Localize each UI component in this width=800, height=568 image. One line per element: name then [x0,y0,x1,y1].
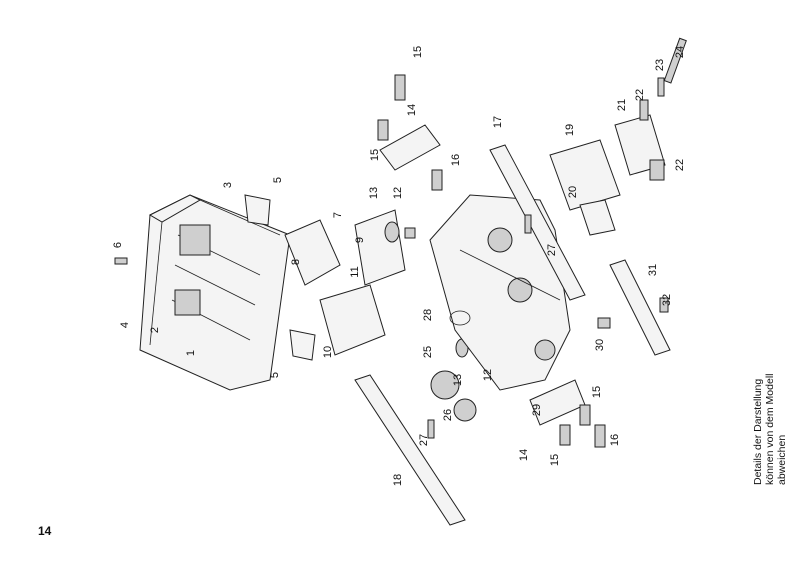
part-label: 14 [518,448,530,462]
part-label: 24 [674,45,686,59]
part-label: 11 [349,266,361,278]
part-screw-24 [663,37,687,84]
part-label: 22 [674,158,686,172]
part-clip-5a [244,194,271,226]
part-pin-22b [649,159,665,181]
part-label: 31 [647,263,659,277]
part-label: 26 [442,408,454,422]
part-spring-23 [657,77,665,97]
part-gear-26 [453,398,477,422]
part-ring-28 [449,310,471,326]
part-chassis-29 [429,194,571,391]
part-label: 13 [452,373,464,387]
part-label: 7 [332,211,344,219]
part-nut-12 [404,227,416,239]
part-axle-27b [524,214,532,234]
part-pin-16a [431,169,443,191]
part-screw-32 [659,297,669,313]
part-clip-30 [597,317,611,329]
note-line-3: abweichen [776,434,788,485]
part-label: 22 [634,88,646,102]
part-label: 17 [492,115,504,129]
part-label: 4 [119,321,131,329]
part-pin-22a [639,99,649,121]
part-label: 3 [222,181,234,189]
part-label: 16 [450,153,462,167]
part-label: 14 [406,103,418,117]
part-label: 16 [609,433,621,447]
part-frame-18 [354,374,466,526]
part-motor-19 [549,139,621,211]
part-screw-15c [579,404,591,426]
part-label: 13 [368,186,380,200]
part-label: 5 [272,176,284,184]
part-label: 25 [422,345,434,359]
part-cover-10 [319,284,386,356]
part-label: 23 [654,58,666,72]
part-label: 9 [354,236,366,244]
part-label: 21 [616,98,628,112]
part-label: 15 [591,385,603,399]
part-frame-17 [489,144,586,301]
part-label: 5 [269,371,281,379]
part-axle-27 [427,419,435,439]
part-label: 6 [112,241,124,249]
part-label: 19 [564,123,576,137]
part-pin-16b [594,424,606,448]
part-bracket-14b [529,379,586,426]
part-label: 10 [322,345,334,359]
part-plate-7 [284,219,341,286]
part-screw-6 [114,257,128,265]
part-label: 15 [549,453,561,467]
note-line-1: Details der Darstellung [752,378,764,485]
part-screw-15d [559,424,571,446]
part-bracket-14a [379,124,441,171]
part-label: 27 [546,243,558,257]
part-label: 2 [149,326,161,334]
part-screw-15a [394,74,406,101]
part-label: 12 [392,186,404,200]
part-label: 12 [482,368,494,382]
disclaimer-note: Details der Darstellung können von dem M… [752,374,788,486]
part-plate-31 [609,259,671,356]
part-label: 18 [392,473,404,487]
part-label: 15 [369,148,381,162]
part-label: 15 [412,45,424,59]
part-label: 28 [422,308,434,322]
part-label: 8 [290,258,302,266]
part-clip-5b [289,329,316,361]
part-label: 30 [594,338,606,352]
part-label: 1 [185,349,197,357]
part-label: 20 [567,185,579,199]
part-label: 27 [418,433,430,447]
part-bulb-13 [384,221,400,243]
part-motor-20 [579,199,616,236]
part-pcb-9 [354,209,406,286]
part-body-shell [139,194,291,391]
part-screw-15b [377,119,389,141]
part-label: 32 [661,293,673,307]
page-number: 14 [38,524,52,538]
part-label: 29 [531,403,543,417]
part-gear-25 [430,370,460,400]
note-line-2: können von dem Modell [764,373,776,486]
